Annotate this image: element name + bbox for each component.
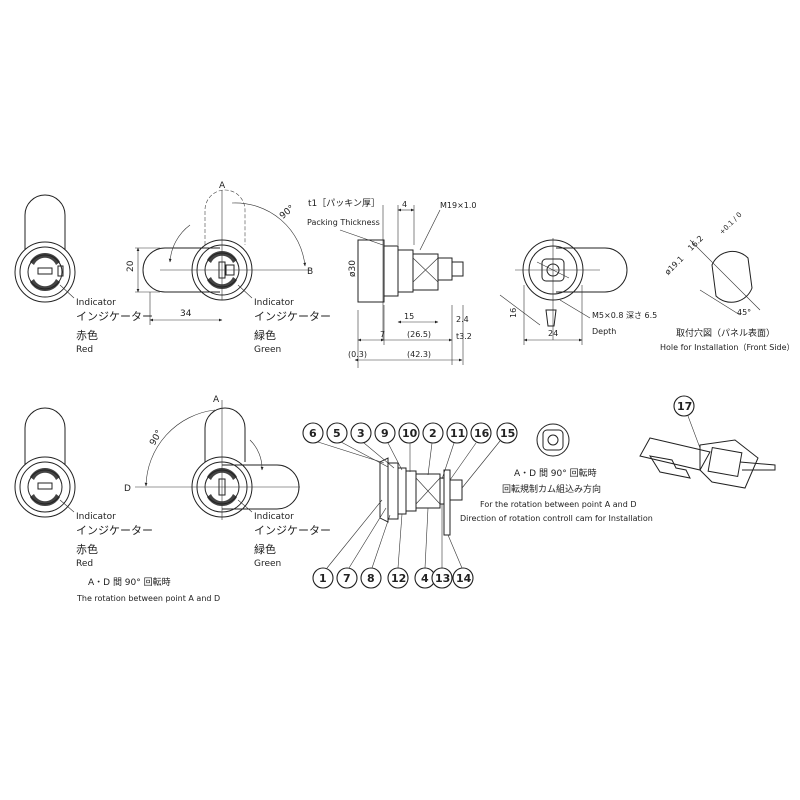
indicator-label-jp: インジケーター [76, 524, 153, 537]
point-a-label: A [213, 395, 220, 405]
dim-24: 24 [548, 329, 558, 338]
angle-90-label: 90° [278, 204, 297, 222]
dim-dia-30: ø30 [348, 260, 358, 277]
color-label-jp: 緑色 [254, 328, 276, 342]
dim-26-5: (26.5) [407, 330, 431, 339]
part-10: 10 [402, 427, 418, 440]
top-middle-labels: Indicator インジケーター 緑色 Green [237, 284, 331, 355]
indicator-label-en: Indicator [254, 512, 294, 522]
dim-20: 20 [126, 260, 136, 272]
indicator-label-en: Indicator [254, 298, 294, 308]
part-bubbles-bottom: 1 7 8 12 4 13 14 [312, 499, 474, 589]
dim-42-3: (42.3) [407, 350, 431, 359]
part-3: 3 [357, 427, 365, 440]
part-15: 15 [500, 427, 515, 440]
color-label-en: Red [76, 345, 93, 355]
rotation-jp: A・D 間 90° 回転時 [88, 577, 171, 588]
cam-rotation-en: For the rotation between point A and D [480, 500, 636, 509]
part-7: 7 [343, 572, 351, 585]
cam-direction-jp: 回転規制カム組込み方向 [502, 483, 601, 495]
bottom-middle-labels: Indicator インジケーター 緑色 Green [237, 499, 331, 569]
dim-2-4: 2.4 [456, 315, 469, 324]
part-14: 14 [456, 572, 472, 585]
top-side-view: t1［パッキン厚］ Packing Thickness 4 M19×1.0 ø3… [307, 198, 477, 368]
part-11: 11 [450, 427, 465, 440]
point-d-label: D [124, 484, 131, 494]
indicator-label-jp: インジケーター [254, 310, 331, 323]
indicator-label-jp: インジケーター [254, 524, 331, 537]
color-label-en: Green [254, 345, 281, 355]
color-label-en: Green [254, 559, 281, 569]
part-13: 13 [435, 572, 450, 585]
m5-depth-jp: M5×0.8 深さ 6.5 [592, 311, 657, 320]
cam-direction-view: A・D 間 90° 回転時 回転規制カム組込み方向 For the rotati… [460, 423, 653, 523]
color-label-en: Red [76, 559, 93, 569]
packing-thickness-jp: t1［パッキン厚］ [308, 198, 380, 209]
packing-thickness-en: Packing Thickness [307, 218, 380, 227]
part-1: 1 [319, 572, 327, 585]
dim-dia-19-1: ø19.1 [663, 254, 685, 276]
color-label-jp: 赤色 [76, 328, 98, 342]
dim-16-2: 16.2 [686, 234, 705, 253]
dim-16: 16 [509, 308, 518, 318]
exploded-side-view [379, 457, 463, 536]
hole-title-jp: 取付穴図（パネル表面） [676, 327, 775, 339]
indicator-label-en: Indicator [76, 512, 116, 522]
bottom-front-view-right: A D 90° [124, 395, 300, 520]
installation-hole-view: 16.2 ø19.1 45° +0.1 / 0 取付穴図（パネル表面） Hole… [660, 211, 795, 352]
depth-en: Depth [592, 327, 616, 336]
indicator-label-jp: インジケーター [76, 310, 153, 323]
key-view: 17 [639, 395, 776, 489]
indicator-label-en: Indicator [76, 298, 116, 308]
part-bubbles-top: 6 5 3 9 10 2 11 16 15 [302, 422, 518, 489]
tolerance: +0.1 / 0 [718, 211, 744, 237]
dim-34: 34 [180, 309, 192, 319]
top-front-view-left [14, 194, 76, 303]
part-9: 9 [381, 427, 389, 440]
part-16: 16 [474, 427, 490, 440]
point-a-label: A [219, 181, 226, 191]
bottom-front-view-left [14, 407, 76, 518]
rotation-en: The rotation between point A and D [76, 594, 220, 603]
angle-90-label: 90° [148, 429, 165, 448]
part-5: 5 [333, 427, 341, 440]
angle-45: 45° [737, 308, 751, 317]
cam-rotation-jp: A・D 間 90° 回転時 [514, 468, 597, 479]
part-6: 6 [309, 427, 317, 440]
cam-direction-en: Direction of rotation controll cam for I… [460, 514, 653, 523]
dim-t3-2: t3.2 [456, 332, 472, 341]
point-b-label: B [307, 267, 313, 277]
bottom-left-labels: Indicator インジケーター 赤色 Red A・D 間 90° 回転時 T… [59, 499, 220, 603]
top-front-view-right: A B 90° 20 34 [126, 181, 313, 325]
dim-4: 4 [402, 200, 407, 209]
color-label-jp: 緑色 [254, 542, 276, 556]
color-label-jp: 赤色 [76, 542, 98, 556]
dim-0-3: (0.3) [348, 350, 367, 359]
top-left-labels: Indicator インジケーター 赤色 Red [59, 284, 153, 355]
dim-15: 15 [404, 312, 414, 321]
thread-m19: M19×1.0 [440, 201, 477, 210]
part-17: 17 [677, 400, 692, 413]
part-2: 2 [429, 427, 437, 440]
hole-title-en: Hole for Installation（Front Side） [660, 343, 795, 352]
dim-7: 7 [380, 330, 385, 339]
part-4: 4 [421, 572, 429, 585]
top-back-view: 24 16 M5×0.8 深さ 6.5 Depth [499, 238, 657, 345]
part-12: 12 [391, 572, 406, 585]
part-8: 8 [367, 572, 375, 585]
